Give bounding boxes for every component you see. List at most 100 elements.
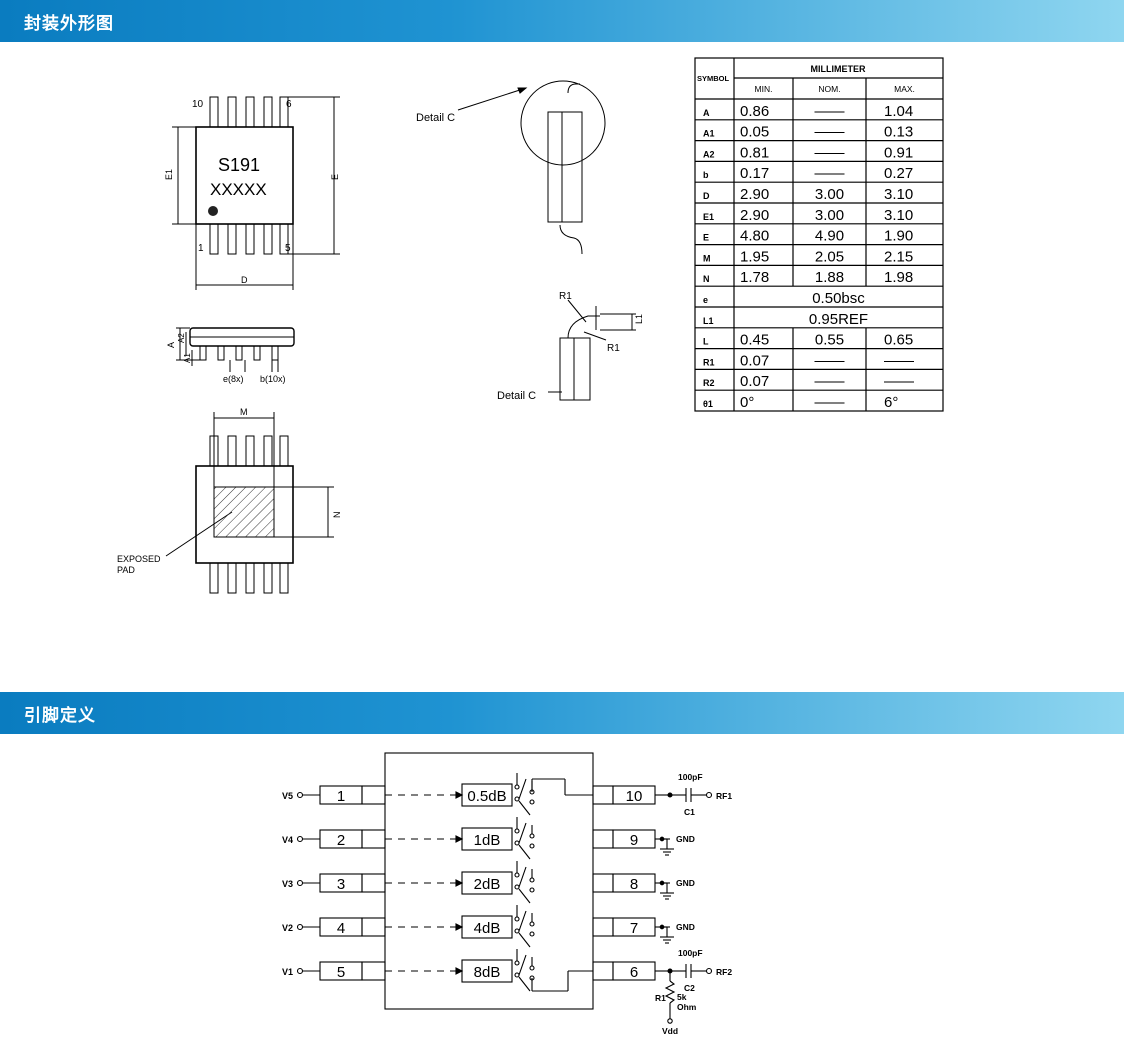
row-nom-value: ——: [815, 394, 845, 411]
row-min-value: 0.17: [740, 165, 769, 182]
signal-terminal: [296, 879, 304, 887]
row-min-value: 2.90: [740, 186, 769, 203]
resistor-name: R1: [655, 993, 666, 1003]
dim-label-a: A: [166, 342, 176, 348]
arrow: [455, 879, 464, 887]
row-min-value: 0°: [740, 394, 754, 411]
row-nom-value: 0.55: [815, 332, 844, 349]
row-nom-value: ——: [815, 144, 845, 161]
row-symbol: E1: [703, 212, 714, 222]
switch-arm: [518, 932, 531, 948]
row-symbol: M: [703, 253, 711, 263]
signal-terminal: [296, 967, 304, 975]
switch-contact: [514, 828, 520, 834]
switch-contact: [529, 965, 535, 971]
pin-number: 7: [630, 920, 638, 937]
switch-contact: [514, 884, 520, 890]
pin-number: 8: [630, 876, 638, 893]
lead-width-label: b(10x): [260, 374, 286, 384]
row-max-value: 0.91: [884, 144, 913, 161]
arrow: [455, 791, 464, 799]
dim-label-a1: A1: [183, 353, 192, 363]
package-outline-drawing: S191 XXXXX 10 6 1 5 D E1 E A A2 A1 e(8x)…: [117, 80, 644, 594]
switch-contact: [529, 833, 535, 839]
capacitor-value: 100pF: [678, 772, 703, 782]
row-max-value: 1.90: [884, 228, 913, 245]
signal-label: V3: [282, 879, 293, 889]
pin-box-tail: [361, 873, 386, 893]
pin-box-tail: [361, 917, 386, 937]
row-nom-value: 3.00: [815, 186, 844, 203]
switch-contact: [529, 887, 535, 893]
vdd-terminal: [667, 1018, 673, 1024]
rf-label: RF1: [716, 791, 732, 801]
switch-contact: [514, 928, 520, 934]
pin-number: 3: [337, 876, 345, 893]
resistor-value-unit: Ohm: [677, 1002, 697, 1012]
pin-label-bottom-left: 1: [198, 243, 204, 254]
row-value: 0.95REF: [809, 311, 868, 328]
row-min-value: 4.80: [740, 228, 769, 245]
pin-box-tail: [592, 873, 614, 893]
row-max-value: 1.04: [884, 103, 913, 120]
signal-label: V4: [282, 835, 293, 845]
rf-label: RF2: [716, 967, 732, 977]
row-nom-value: ——: [815, 124, 845, 141]
row-symbol: A: [703, 108, 710, 118]
switch-arm: [518, 910, 527, 932]
ground-label: GND: [676, 878, 695, 888]
switch-contact: [529, 877, 535, 883]
resistor: [664, 980, 676, 1004]
dim-label-l1: L1: [634, 314, 644, 324]
section-header-package: 封装外形图: [0, 0, 1124, 42]
row-max-value: 6°: [884, 394, 898, 411]
row-nom-value: 3.00: [815, 207, 844, 224]
row-symbol: A2: [703, 149, 715, 159]
table-border: [694, 57, 944, 412]
row-max-value: 1.98: [884, 269, 913, 286]
ground-label: GND: [676, 922, 695, 932]
attenuation-label: 8dB: [474, 964, 501, 981]
attenuation-label: 0.5dB: [467, 788, 506, 805]
pin-box-tail: [361, 961, 386, 981]
pin-number: 10: [626, 788, 643, 805]
arrow: [455, 923, 464, 931]
section-title: 封装外形图: [24, 14, 114, 34]
switch-arm: [518, 954, 527, 976]
vdd-label: Vdd: [662, 1026, 678, 1036]
attenuation-label: 4dB: [474, 920, 501, 937]
dim-label-n: N: [332, 512, 342, 519]
row-symbol: e: [703, 295, 708, 305]
row-max-value: 0.13: [884, 124, 913, 141]
rf-terminal: [705, 967, 713, 975]
unit-header: MILLIMETER: [811, 64, 866, 74]
switch-contact: [514, 796, 520, 802]
attenuation-label: 1dB: [474, 832, 501, 849]
symbol-header: SYMBOL: [697, 74, 730, 83]
row-symbol: D: [703, 191, 710, 201]
switch-contact: [514, 916, 520, 922]
attenuation-label: 2dB: [474, 876, 501, 893]
row-min-value: 0.07: [740, 373, 769, 390]
row-min-value: 0.45: [740, 332, 769, 349]
marking-line-2: XXXXX: [210, 180, 267, 199]
signal-label: V2: [282, 923, 293, 933]
detail-c-label-top: Detail C: [416, 112, 455, 124]
marking-line-1: S191: [218, 155, 260, 175]
switch-contact: [514, 784, 520, 790]
dim-label-m: M: [240, 407, 248, 417]
row-symbol: E: [703, 233, 709, 243]
pin-box-tail: [361, 829, 386, 849]
dim-label-d: D: [241, 275, 248, 285]
table-grid: [694, 57, 944, 412]
column-header: NOM.: [818, 84, 840, 94]
attenuator-box: [461, 959, 513, 983]
row-max-value: ——: [884, 373, 914, 390]
attenuator-box: [461, 783, 513, 807]
row-nom-value: ——: [815, 352, 845, 369]
r1-label-top: R1: [559, 291, 572, 302]
switch-arm: [518, 976, 531, 992]
switch-contact: [514, 960, 520, 966]
switch-contact: [514, 972, 520, 978]
